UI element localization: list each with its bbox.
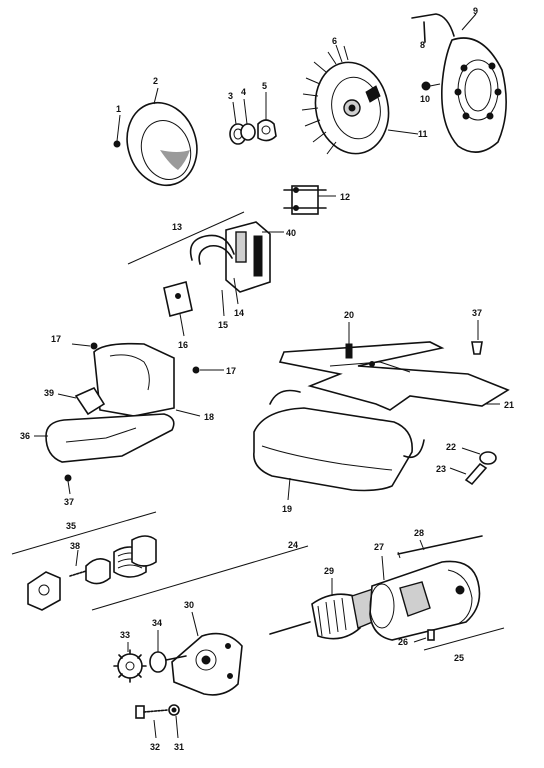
part-22-ring (461, 447, 497, 465)
callout-9: 9 (473, 6, 478, 16)
callout-34: 34 (152, 618, 162, 628)
part-24-motor-group-line (91, 545, 309, 611)
part-36-base-plate (34, 413, 175, 463)
part-31-washer (168, 704, 180, 739)
callout-18: 18 (204, 412, 214, 422)
part-18-bracket (71, 342, 224, 417)
callout-29: 29 (324, 566, 334, 576)
part-35-bearing-assembly (11, 511, 157, 611)
callout-1: 1 (116, 104, 121, 114)
callout-11: 11 (418, 129, 428, 139)
part-34-pinion-shaft (149, 630, 187, 673)
callout-28: 28 (414, 528, 424, 538)
part-19-bag (253, 389, 425, 501)
part-20-screw (345, 322, 353, 359)
callout-35: 35 (66, 521, 76, 531)
part-39-gasket (57, 386, 106, 416)
part-23-plug (449, 462, 488, 486)
callout-13: 13 (172, 222, 182, 232)
part-12-terminal-block (283, 185, 336, 215)
callout-26: 26 (398, 637, 408, 647)
callout-19: 19 (282, 504, 292, 514)
callout-38: 38 (70, 541, 80, 551)
callout-5: 5 (262, 81, 267, 91)
callout-25: 25 (454, 653, 464, 663)
part-5-clip (257, 92, 277, 142)
part-28-through-bolt (397, 535, 483, 559)
part-37-screw-right (471, 320, 483, 355)
callout-39: 39 (44, 388, 54, 398)
callout-31: 31 (174, 742, 184, 752)
part-8-rod (423, 21, 426, 43)
part-29-armature (269, 578, 383, 640)
part-4-ring (240, 98, 256, 141)
callout-17-right: 17 (226, 366, 236, 376)
callout-40: 40 (286, 228, 296, 238)
part-9-end-housing (411, 13, 507, 153)
part-33-gear (113, 642, 147, 683)
callout-4: 4 (241, 87, 246, 97)
callout-15: 15 (218, 320, 228, 330)
callout-16: 16 (178, 340, 188, 350)
part-30-gear-housing (171, 611, 243, 696)
callout-17-left: 17 (51, 334, 61, 344)
callout-27: 27 (374, 542, 384, 552)
part-25-group-line (423, 627, 505, 651)
callout-37-left: 37 (64, 497, 74, 507)
part-1-screw (113, 114, 121, 148)
callout-3: 3 (228, 91, 233, 101)
callout-24: 24 (288, 540, 298, 550)
part-32-bolt (135, 705, 169, 739)
callout-33: 33 (120, 630, 130, 640)
part-10-screw (421, 81, 441, 91)
callout-6: 6 (332, 36, 337, 46)
callout-32: 32 (150, 742, 160, 752)
part-11-flywheel (301, 44, 419, 155)
part-21-chassis-plate (278, 341, 510, 411)
callout-22: 22 (446, 442, 456, 452)
part-13-switch-assembly (127, 211, 284, 337)
part-26-screw (413, 629, 435, 643)
callout-30: 30 (184, 600, 194, 610)
callout-20: 20 (344, 310, 354, 320)
callout-37-right: 37 (472, 308, 482, 318)
part-27-motor-housing (369, 555, 481, 641)
part-2-dome-cover (126, 87, 198, 187)
callout-10: 10 (420, 94, 430, 104)
callout-2: 2 (153, 76, 158, 86)
callout-36: 36 (20, 431, 30, 441)
callout-21: 21 (504, 400, 514, 410)
callout-14: 14 (234, 308, 244, 318)
callout-labels: 1 2 3 4 5 6 8 9 10 11 12 13 40 14 15 16 … (20, 6, 514, 752)
part-37-screw-left (64, 474, 72, 495)
callout-8: 8 (420, 40, 425, 50)
callout-23: 23 (436, 464, 446, 474)
callout-12: 12 (340, 192, 350, 202)
